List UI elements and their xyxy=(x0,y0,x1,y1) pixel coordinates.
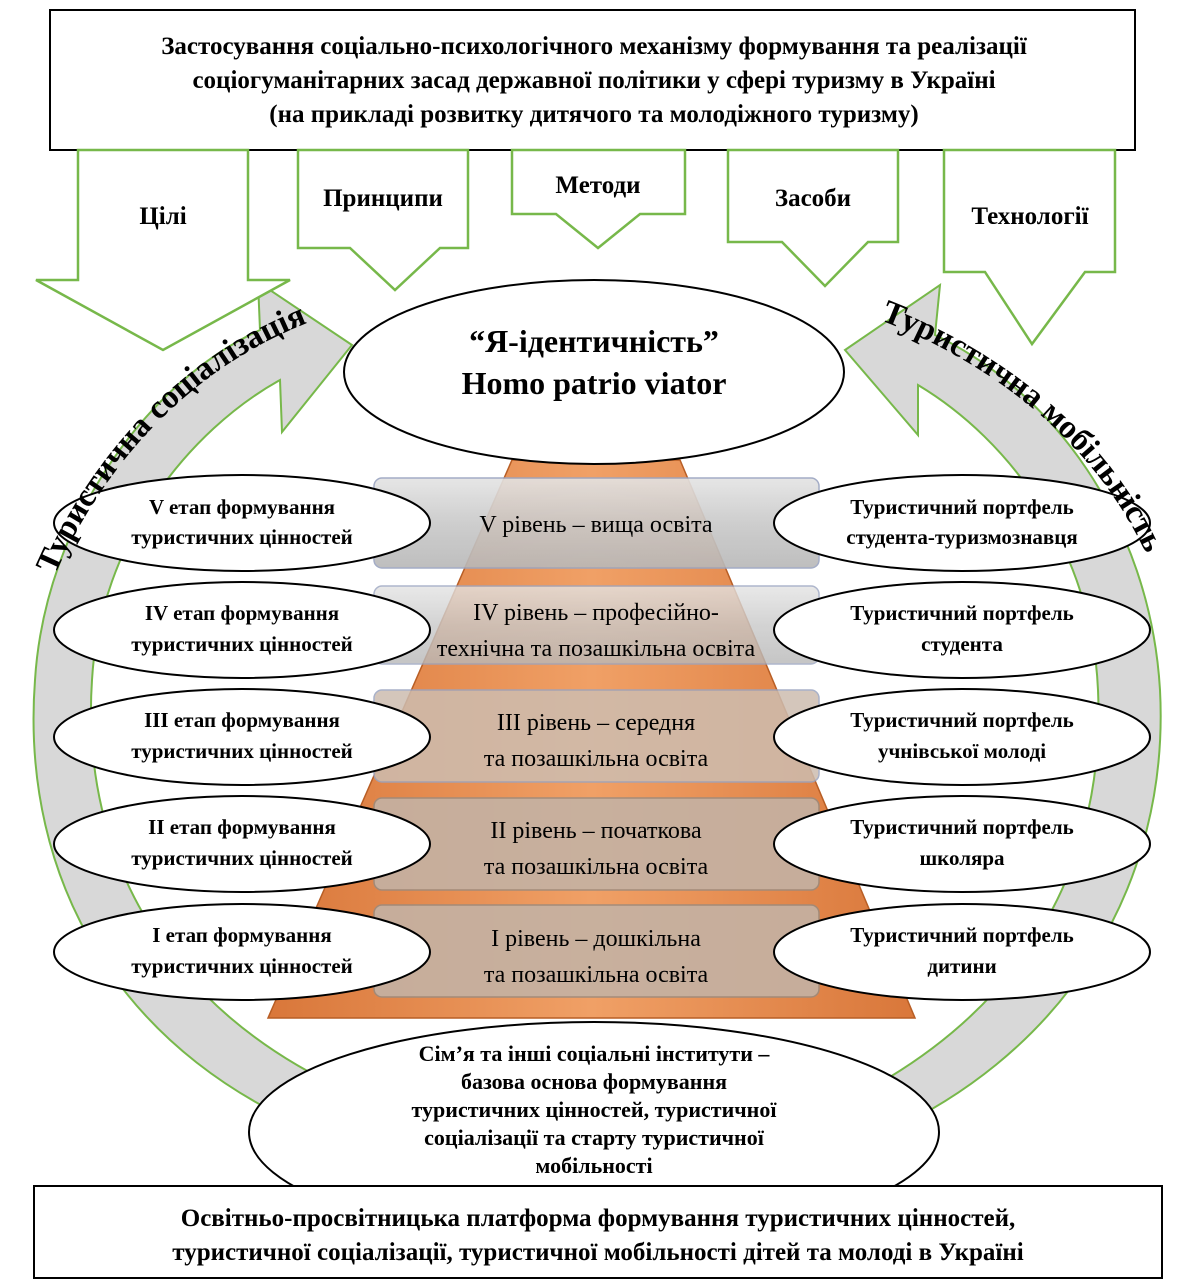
level2-line1: II рівень – початкова xyxy=(490,818,702,844)
portfolio-ellipse-4 xyxy=(773,581,1151,679)
stage1-line2: туристичних цінностей xyxy=(131,954,353,978)
bottom-box xyxy=(33,1185,1163,1279)
bottom-box-line2: туристичної соціалізації, туристичної мо… xyxy=(172,1239,1024,1266)
arrow-methods xyxy=(510,148,687,250)
stage2-line2: туристичних цінностей xyxy=(131,846,353,870)
stage1-line1: I етап формування xyxy=(152,923,331,947)
top-box-line2: соціогуманітарних засад державної політи… xyxy=(192,67,995,94)
portfolio2-line2: школяра xyxy=(919,846,1005,870)
portfolio1-line2: дитини xyxy=(927,954,996,978)
stage-ellipse-5 xyxy=(53,474,431,572)
portfolio-ellipse-5 xyxy=(773,474,1151,572)
level4-line1: IV рівень – професійно- xyxy=(473,600,719,626)
level5-line1: V рівень – вища освіта xyxy=(479,512,713,538)
family-line2: базова основа формування xyxy=(461,1069,727,1094)
portfolio5-line2: студента-туризмознавця xyxy=(846,525,1077,549)
arrow-methods-label: Методи xyxy=(555,172,640,199)
arrow-means xyxy=(726,148,900,288)
arrow-means-label: Засоби xyxy=(775,185,851,212)
stage-ellipse-1 xyxy=(53,903,431,1001)
level1-line2: та позашкільна освіта xyxy=(484,962,709,988)
level3-line1: III рівень – середня xyxy=(497,710,695,736)
arrow-technologies-label: Технології xyxy=(971,203,1089,230)
portfolio-ellipse-3 xyxy=(773,688,1151,786)
portfolio5-line1: Туристичний портфель xyxy=(850,495,1073,519)
portfolio4-line1: Туристичний портфель xyxy=(850,601,1073,625)
portfolio4-line2: студента xyxy=(921,632,1003,656)
portfolio1-line1: Туристичний портфель xyxy=(850,923,1073,947)
stage-ellipse-4 xyxy=(53,581,431,679)
top-box-line1: Застосування соціально-психологічного ме… xyxy=(161,33,1028,60)
stage3-line2: туристичних цінностей xyxy=(131,739,353,763)
stage4-line2: туристичних цінностей xyxy=(131,632,353,656)
family-line5: мобільності xyxy=(535,1153,652,1178)
stage-ellipses xyxy=(53,474,431,1001)
portfolio-ellipses xyxy=(773,474,1151,1001)
level2-line2: та позашкільна освіта xyxy=(484,854,709,880)
stage2-line1: II етап формування xyxy=(148,815,336,839)
bottom-box-line1: Освітньо-просвітницька платформа формува… xyxy=(181,1205,1015,1232)
identity-line1: “Я-ідентичність” xyxy=(469,323,719,359)
portfolio-ellipse-2 xyxy=(773,795,1151,893)
stage-ellipse-2 xyxy=(53,795,431,893)
family-line1: Сім’я та інші соціальні інститути – xyxy=(419,1041,771,1066)
level-bands xyxy=(373,477,820,998)
top-box-line3: (на прикладі розвитку дитячого та молоді… xyxy=(269,101,918,128)
portfolio3-line1: Туристичний портфель xyxy=(850,708,1073,732)
stage4-line1: IV етап формування xyxy=(145,601,339,625)
stage3-line1: III етап формування xyxy=(144,708,340,732)
arrow-goals-label: Цілі xyxy=(139,203,186,230)
family-line4: соціалізації та старту туристичної xyxy=(424,1125,765,1150)
top-box xyxy=(49,9,1136,151)
family-line3: туристичних цінностей, туристичної xyxy=(412,1097,778,1122)
arrow-principles xyxy=(296,148,470,292)
identity-ellipse xyxy=(343,279,845,465)
stage-ellipse-3 xyxy=(53,688,431,786)
portfolio3-line2: учнівської молоді xyxy=(878,739,1046,763)
stage5-line2: туристичних цінностей xyxy=(131,525,353,549)
arrow-technologies xyxy=(942,148,1117,347)
arrow-goals xyxy=(35,148,291,352)
level3-line2: та позашкільна освіта xyxy=(484,746,709,772)
level4-line2: технічна та позашкільна освіта xyxy=(437,636,756,662)
level1-line1: I рівень – дошкільна xyxy=(491,926,701,952)
arrow-principles-label: Принципи xyxy=(323,185,443,212)
stage5-line1: V етап формування xyxy=(149,495,335,519)
portfolio2-line1: Туристичний портфель xyxy=(850,815,1073,839)
portfolio-ellipse-1 xyxy=(773,903,1151,1001)
identity-line2: Homo patrio viator xyxy=(462,365,727,401)
